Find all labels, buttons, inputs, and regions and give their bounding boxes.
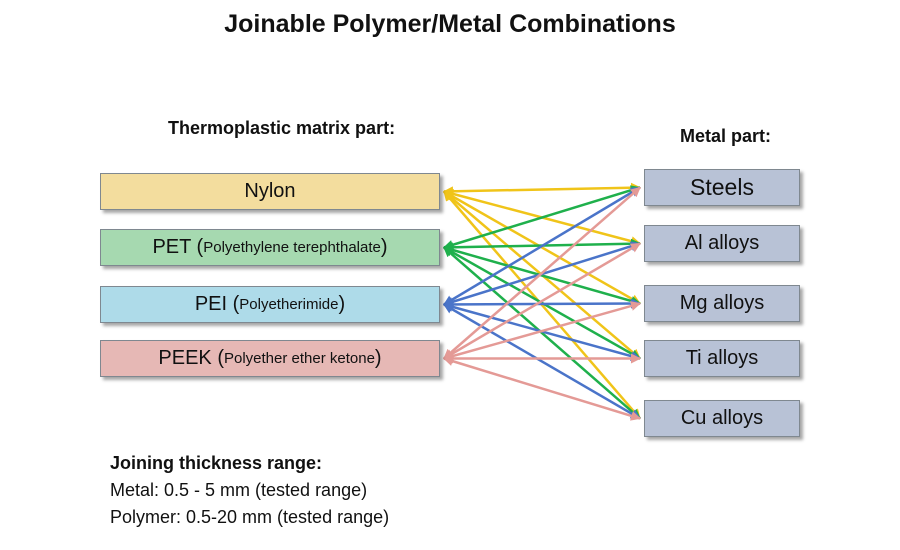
- polymer-full-name: Polyether ether ketone: [223, 350, 375, 367]
- diagram-title: Joinable Polymer/Metal Combinations: [224, 10, 676, 38]
- polymer-box-pet: PET (Polyethylene terephthalate): [100, 229, 440, 266]
- thickness-notes: Joining thickness range: Metal: 0.5 - 5 …: [110, 450, 389, 531]
- polymer-box-nylon: Nylon: [100, 173, 440, 210]
- polymer-full-name: Polyetherimide: [239, 296, 339, 313]
- metal-box-mg: Mg alloys: [644, 285, 800, 322]
- arrow-pei-cu: [443, 303, 641, 420]
- arrow-nylon-steels: [443, 182, 641, 197]
- polymer-label: PEEK (: [158, 347, 224, 369]
- polymer-paren: ): [374, 347, 382, 369]
- polymer-box-peek: PEEK (Polyether ether ketone): [100, 340, 440, 377]
- polymer-label: Nylon: [244, 180, 296, 202]
- metal-label: Mg alloys: [679, 292, 765, 314]
- arrow-peek-cu: [443, 356, 641, 421]
- notes-metal-range: Metal: 0.5 - 5 mm (tested range): [110, 480, 368, 500]
- metal-box-al: Al alloys: [644, 225, 800, 262]
- notes-polymer-range: Polymer: 0.5-20 mm (tested range): [110, 507, 390, 527]
- polymer-paren: ): [338, 293, 346, 315]
- polymer-label: PEI (: [194, 293, 240, 315]
- polymer-full-name: Polyethylene terephthalate: [203, 239, 381, 256]
- polymer-column-header: Thermoplastic matrix part:: [168, 118, 396, 138]
- metal-label: Al alloys: [684, 232, 760, 254]
- metal-box-cu: Cu alloys: [644, 400, 800, 437]
- notes-heading: Joining thickness range:: [110, 453, 323, 473]
- metal-column-header: Metal part:: [680, 126, 772, 146]
- metal-box-ti: Ti alloys: [644, 340, 800, 377]
- polymer-paren: ): [380, 236, 388, 258]
- arrow-peek-mg: [443, 301, 641, 361]
- metal-label: Ti alloys: [685, 347, 759, 369]
- arrow-pei-mg: [443, 298, 641, 310]
- metal-label: Steels: [690, 174, 754, 200]
- polymer-box-pei: PEI (Polyetherimide): [100, 286, 440, 323]
- metal-box-steels: Steels: [644, 169, 800, 206]
- polymer-label: PET (: [152, 236, 204, 258]
- metal-label: Cu alloys: [680, 407, 764, 429]
